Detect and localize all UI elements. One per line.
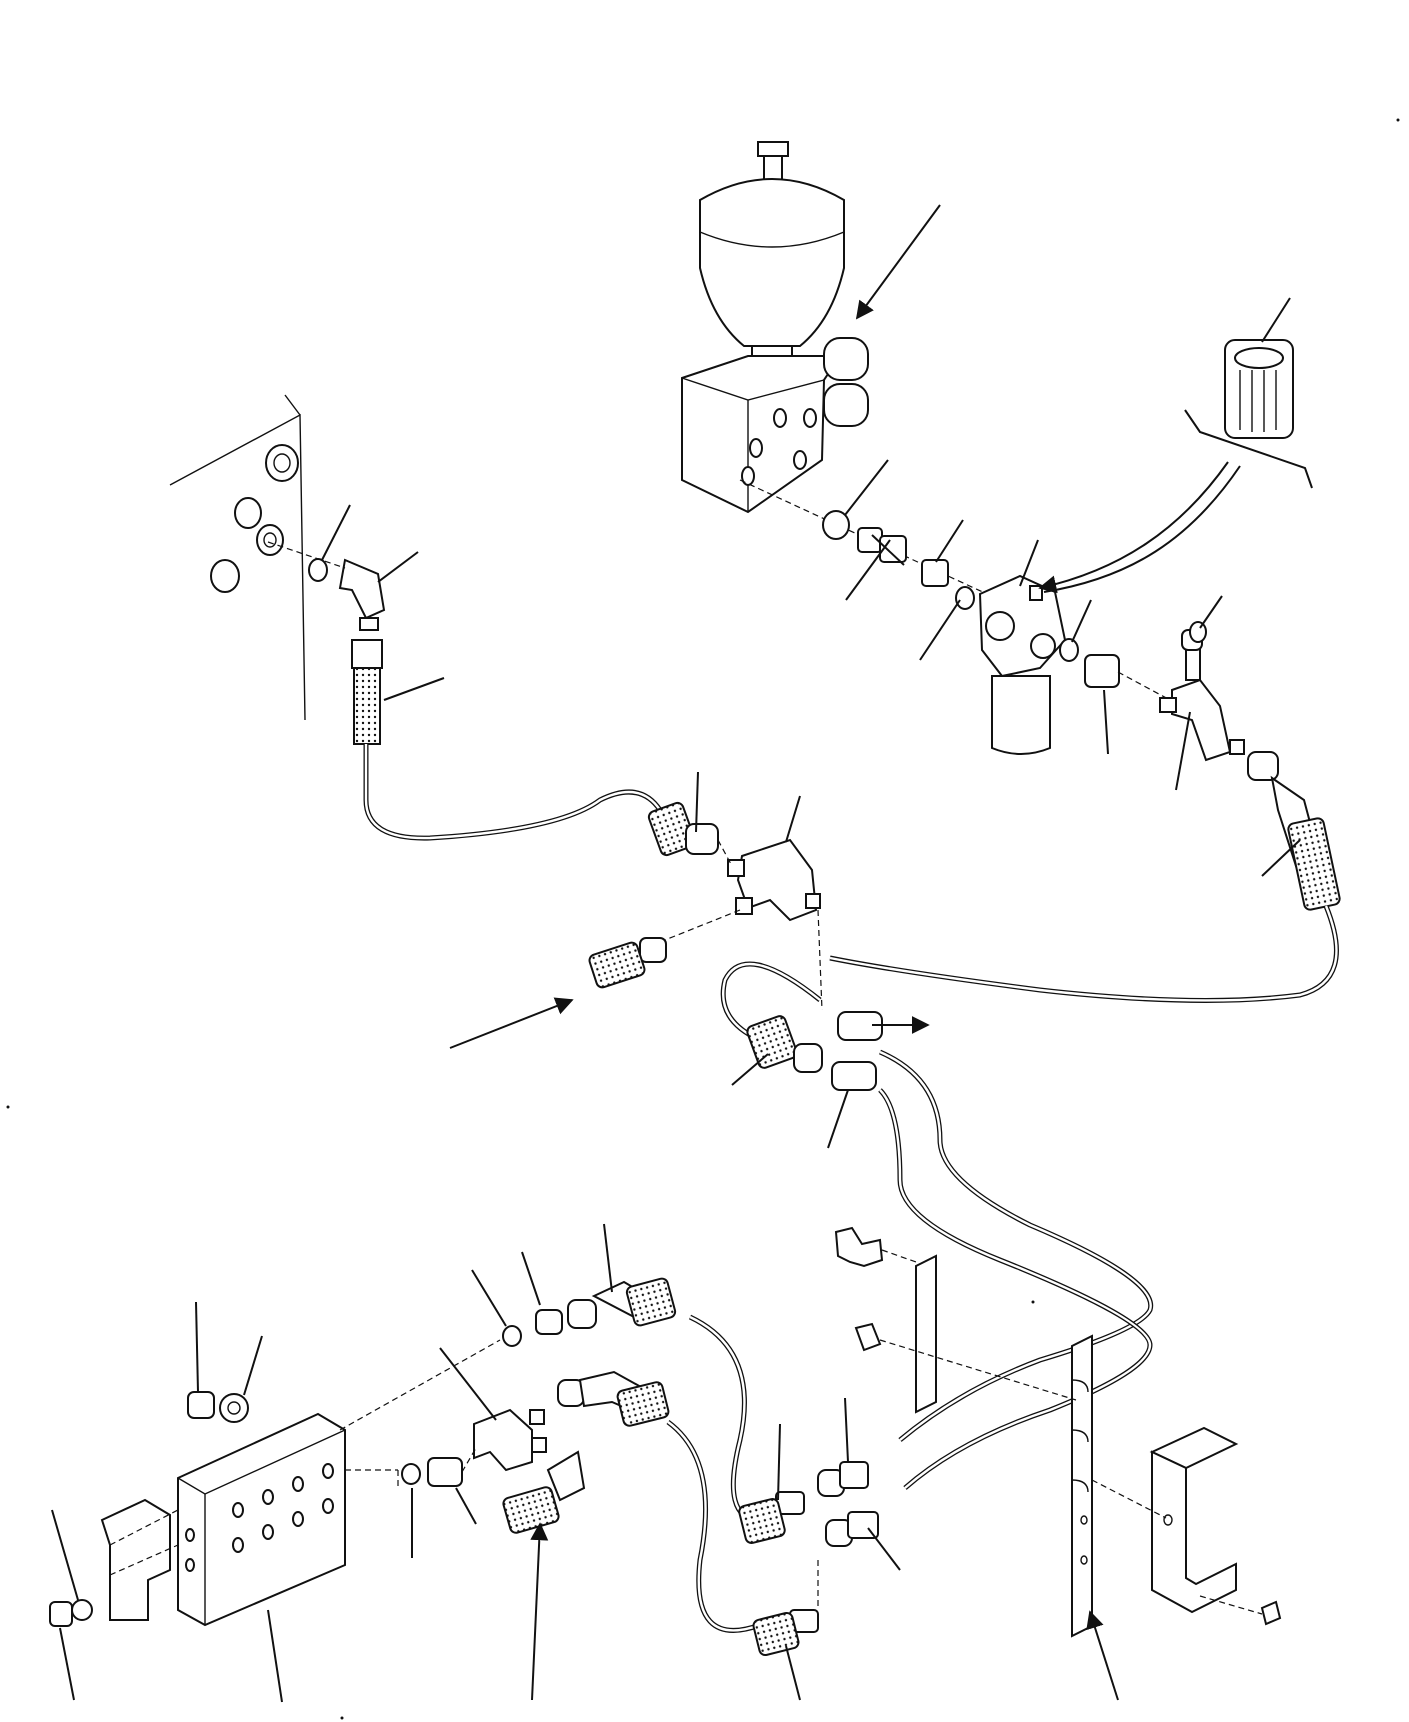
tee-fitting-right (1159, 621, 1245, 762)
stray-marks (6, 118, 1400, 1720)
mounting-bracket (1091, 1426, 1282, 1626)
filter-housing (978, 574, 1079, 755)
elbow-fitting-upper-left (308, 558, 386, 745)
tee-fitting-lower (401, 1277, 677, 1534)
manifold-bracket (100, 1498, 179, 1621)
machine-frame (169, 394, 306, 721)
connectors-middle (746, 1011, 883, 1091)
screw-and-washer-lower-left (49, 1599, 93, 1627)
hose-end-right (1247, 751, 1341, 911)
accumulator-assembly (681, 141, 869, 514)
cap-and-washer-upper-left (187, 1391, 249, 1423)
hose-end-center-loose (588, 937, 667, 989)
filter-element (1184, 339, 1313, 489)
leader-lines (51, 204, 1301, 1703)
manifold-block (177, 1412, 346, 1627)
union-fitting-right (1084, 654, 1120, 688)
tee-fitting-center (647, 801, 821, 922)
hose-clamp-bracket (834, 1226, 1093, 1638)
hose-ends-lower-right (738, 1461, 879, 1657)
fittings-row-upper (822, 510, 975, 610)
hose-lines (363, 744, 1339, 1633)
